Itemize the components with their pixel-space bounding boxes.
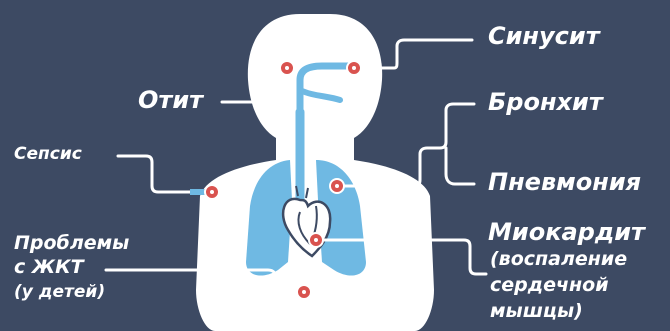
marker-gi [297,285,311,299]
label-gi-line1: Проблемы [14,234,129,254]
label-gi-line3: (у детей) [14,284,105,302]
connector-sepsis [118,156,212,192]
label-gi-line2: с ЖКТ [14,258,84,278]
marker-pneumonia [330,179,344,193]
label-sepsis: Сепсис [14,146,82,164]
label-myo-line3: сердечной [490,276,609,296]
label-sinusitis: Синусит [488,24,600,49]
label-myo-line2: (воспаление [490,250,627,270]
marker-otitis [280,61,294,75]
label-pneumonia: Пневмония [488,170,641,195]
label-myo-line1: Миокардит [488,220,645,245]
label-myo-line4: мышцы) [490,302,583,322]
marker-sinusitis [347,61,361,75]
label-bronchitis: Бронхит [488,90,603,115]
marker-myocarditis [309,233,323,247]
label-otitis: Отит [138,88,203,113]
marker-sepsis [205,185,219,199]
